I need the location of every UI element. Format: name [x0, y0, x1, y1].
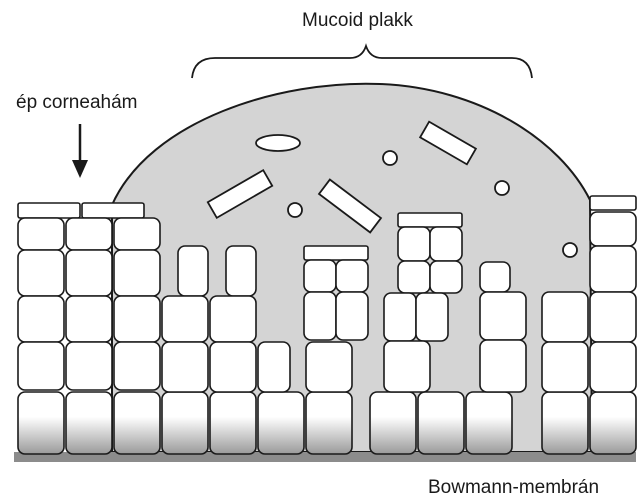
mucoid-plaque-label: Mucoid plakk	[302, 10, 413, 32]
bowman-membrane-label: Bowmann-membrán	[428, 477, 599, 499]
intact-epithelium-label: ép corneahám	[16, 92, 137, 114]
